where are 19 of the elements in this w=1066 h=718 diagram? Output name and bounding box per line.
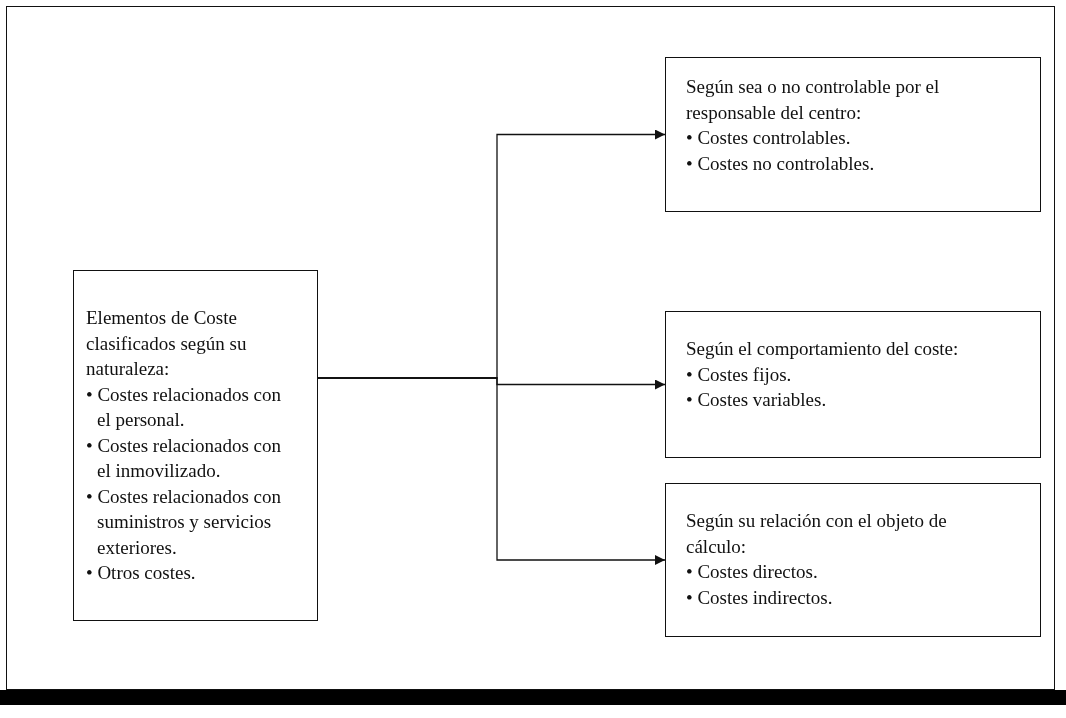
- text-box: [73, 270, 318, 621]
- bullet-item: • Costes relacionados con el inmovilizado.: [86, 433, 283, 484]
- heading-text: Elementos de Coste clasificados según su naturaleza:: [86, 306, 248, 382]
- text-box: [665, 311, 1041, 458]
- text-box: [665, 483, 1041, 637]
- heading-text: Según su relación con el objeto de cálculo:: [686, 509, 948, 559]
- bullet-item: • Costes directos.: [686, 560, 819, 584]
- heading-text: Según el comportamiento del coste:: [686, 337, 960, 361]
- bullet-item: • Costes no controlables.: [686, 151, 876, 176]
- heading-text: Según sea o no controlable por el responsable del centro:: [686, 75, 941, 125]
- bullet-item: • Costes indirectos.: [686, 585, 834, 610]
- bullet-item: • Costes controlables.: [686, 126, 852, 150]
- bullet-item: • Costes relacionados con el personal.: [86, 382, 283, 433]
- bullet-item: • Costes variables.: [686, 388, 828, 412]
- bullet-item: • Costes relacionados con suministros y servicios exteriores.: [86, 484, 283, 560]
- arrow: [317, 377, 666, 565]
- bullet-item: • Costes fijos.: [686, 362, 793, 387]
- text-box: [665, 57, 1041, 212]
- bullet-item: • Otros costes.: [86, 561, 197, 586]
